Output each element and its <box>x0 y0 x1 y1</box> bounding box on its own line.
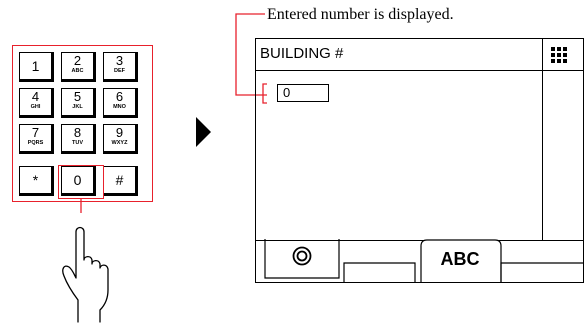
bottom-divider <box>255 240 584 241</box>
grid-menu-icon[interactable] <box>551 47 567 63</box>
key-letters: ABC <box>71 68 84 74</box>
key-number: 0 <box>73 172 82 188</box>
softkey-bar <box>264 239 584 282</box>
key-number: 5 <box>73 89 82 104</box>
header-divider <box>255 70 584 71</box>
key-number: 4 <box>31 89 40 104</box>
softkey-2 <box>343 262 416 282</box>
key-number: 1 <box>31 58 40 74</box>
key-letters: WXYZ <box>111 140 128 146</box>
key-star[interactable]: * <box>19 166 54 196</box>
key-number: # <box>115 172 124 188</box>
right-triangle-arrow-icon <box>196 117 211 147</box>
key-letters: JKL <box>72 104 83 110</box>
circle-target-icon <box>292 246 312 266</box>
softkey-4 <box>500 262 584 282</box>
key-number: 9 <box>115 125 124 140</box>
key-number: 2 <box>73 53 82 68</box>
key-0[interactable]: 0 <box>61 166 96 196</box>
key-letters: MNO <box>113 104 126 110</box>
key-hash[interactable]: # <box>103 166 138 196</box>
key-number: 8 <box>73 125 82 140</box>
key-number: 6 <box>115 89 124 104</box>
key-number: * <box>32 172 39 188</box>
softkey-left <box>264 239 340 279</box>
softkey-abc-label[interactable]: ABC <box>440 249 480 269</box>
number-entry-field[interactable]: 0 <box>277 84 329 102</box>
key-letters: GHI <box>30 104 41 110</box>
keypad-frame <box>12 45 153 202</box>
softkey-abc <box>420 239 502 282</box>
entry-bracket <box>262 83 267 104</box>
key-letters: DEF <box>114 68 125 74</box>
pointing-hand-icon <box>62 226 109 323</box>
display-screen <box>255 38 584 283</box>
screen-title: BUILDING # <box>260 45 344 62</box>
key-letters: TUV <box>72 140 83 146</box>
key-1[interactable]: 1 <box>19 52 54 82</box>
caption-callout-line <box>235 13 267 96</box>
side-divider <box>542 38 543 240</box>
caption-text: Entered number is displayed. <box>267 6 454 23</box>
key-letters: PQRS <box>27 140 44 146</box>
pressed-key-highlight <box>58 165 104 199</box>
key-number: 7 <box>31 125 40 140</box>
key-number: 3 <box>115 53 124 68</box>
